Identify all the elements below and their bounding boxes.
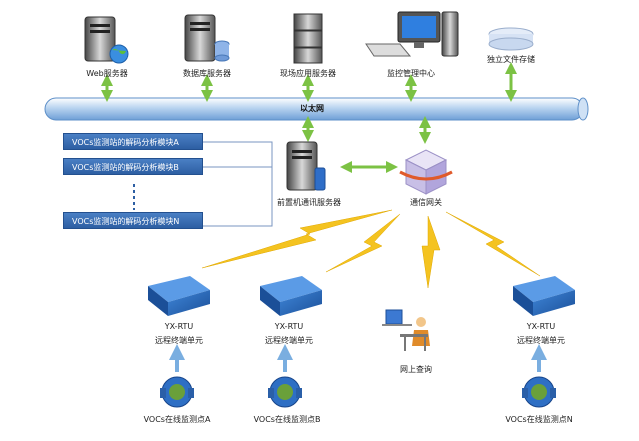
gateway-label: 通信网关 (410, 198, 442, 207)
sensor-icon (522, 376, 556, 408)
module-connector (133, 141, 273, 227)
monitor-center-icon (365, 11, 459, 57)
sensor-icon (160, 376, 194, 408)
decoder-module-b: VOCs监测站的解码分析模块B (63, 158, 203, 175)
rtu-b-name: YX-RTU (274, 322, 304, 331)
ethernet-bus (44, 97, 589, 121)
monitor-center-label: 监控管理中心 (387, 69, 435, 78)
web-server-label: Web服务器 (86, 69, 128, 78)
rtu-a-desc: 远程终端单元 (155, 336, 203, 345)
online-query-label: 网上查询 (400, 365, 432, 374)
field-server-label: 现场应用服务器 (280, 69, 336, 78)
rtu-device-icon (148, 276, 210, 316)
decoder-module-n: VOCs监测站的解码分析模块N (63, 212, 203, 229)
database-server-icon (184, 14, 230, 62)
decoder-module-a: VOCs监测站的解码分析模块A (63, 133, 203, 150)
front-server-icon (286, 141, 326, 191)
rtu-n-name: YX-RTU (526, 322, 556, 331)
sensor-a-label: VOCs在线监测点A (143, 415, 211, 424)
sensor-b-label: VOCs在线监测点B (253, 415, 321, 424)
rtu-n-desc: 远程终端单元 (517, 336, 565, 345)
database-server-label: 数据库服务器 (183, 69, 231, 78)
rtu-device-icon (513, 276, 575, 316)
field-application-server-icon (293, 13, 323, 64)
ethernet-label: 以太网 (300, 104, 324, 113)
file-storage-label: 独立文件存储 (487, 55, 535, 64)
sensor-n-label: VOCs在线监测点N (505, 415, 573, 424)
server-bus-links (101, 62, 517, 173)
web-server-icon (84, 16, 129, 64)
sensor-rtu-links (169, 344, 547, 372)
wireless-links (201, 209, 541, 289)
front-server-label: 前置机通讯服务器 (277, 198, 341, 207)
rtu-b-desc: 远程终端单元 (265, 336, 313, 345)
gateway-icon (399, 149, 453, 195)
rtu-a-name: YX-RTU (164, 322, 194, 331)
online-query-user-icon (382, 309, 430, 351)
rtu-device-icon (260, 276, 322, 316)
sensor-icon (268, 376, 302, 408)
file-storage-icon (488, 27, 534, 51)
